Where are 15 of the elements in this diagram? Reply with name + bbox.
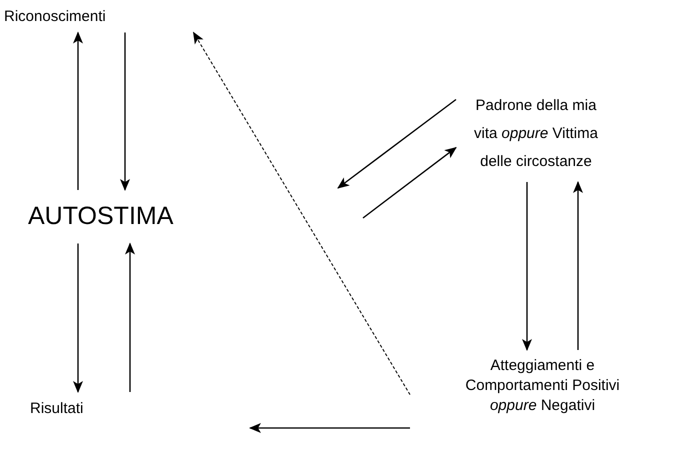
arrow	[337, 98, 456, 189]
arrow	[362, 146, 457, 219]
node-label: Risultati	[30, 392, 140, 426]
node-label: AUTOSTIMA	[28, 190, 174, 244]
arrow	[193, 32, 410, 396]
arrow	[120, 32, 130, 191]
node-label: Atteggiamenti e Comportamenti Positivi oppure Negativi	[410, 350, 675, 422]
arrow	[125, 242, 135, 392]
node-label: Riconoscimenti	[4, 2, 204, 32]
arrow	[522, 182, 532, 351]
arrow	[73, 32, 83, 190]
node-label: Padrone della mia vita oppure Vittima delle circostanze	[456, 86, 616, 182]
arrow	[249, 423, 410, 433]
arrow	[573, 181, 583, 350]
arrow	[73, 244, 83, 393]
